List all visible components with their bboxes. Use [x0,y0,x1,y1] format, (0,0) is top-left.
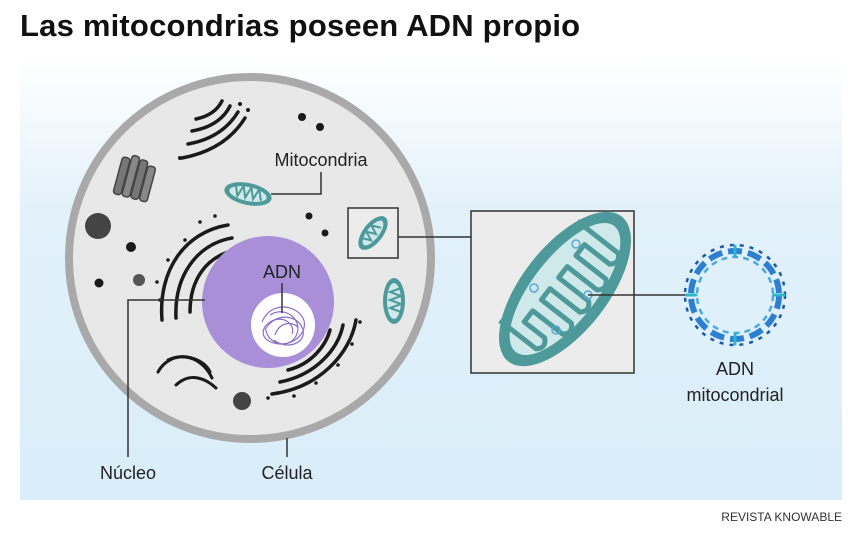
mitochondrion-selected-icon [358,216,388,250]
mitochondrial-dna-icon [683,243,787,347]
ribosomes-icon [155,214,362,400]
vesicles-icon [94,113,329,288]
label-mitocondria: Mitocondria [274,150,368,170]
mitochondrion-zoomed-icon [498,211,632,367]
page-title: Las mitocondrias poseen ADN propio [20,8,581,43]
label-adn-mitocondrial-1: ADN [716,359,754,379]
nuclear-dna-icon [261,306,306,346]
golgi-vesicles-icon [178,102,250,160]
leader-lines [127,172,685,457]
label-nucleo: Núcleo [100,463,156,483]
label-adn-mitocondrial-2: mitocondrial [686,385,783,405]
label-adn: ADN [263,262,301,282]
centriole-icon [112,154,157,203]
lysosome-icon [85,213,111,239]
credit-text: REVISTA KNOWABLE [721,510,842,524]
golgi-icon [180,99,247,160]
smooth-er-icon [156,355,218,390]
rough-er-icon [159,223,358,396]
mitochondrion-side-icon [383,278,405,324]
dna-base-pairs-icon [684,244,786,346]
label-celula: Célula [261,463,313,483]
lysosome-small-icon [233,392,251,410]
vesicle-grey-icon [133,274,145,286]
mitochondrion-icon [224,182,272,206]
